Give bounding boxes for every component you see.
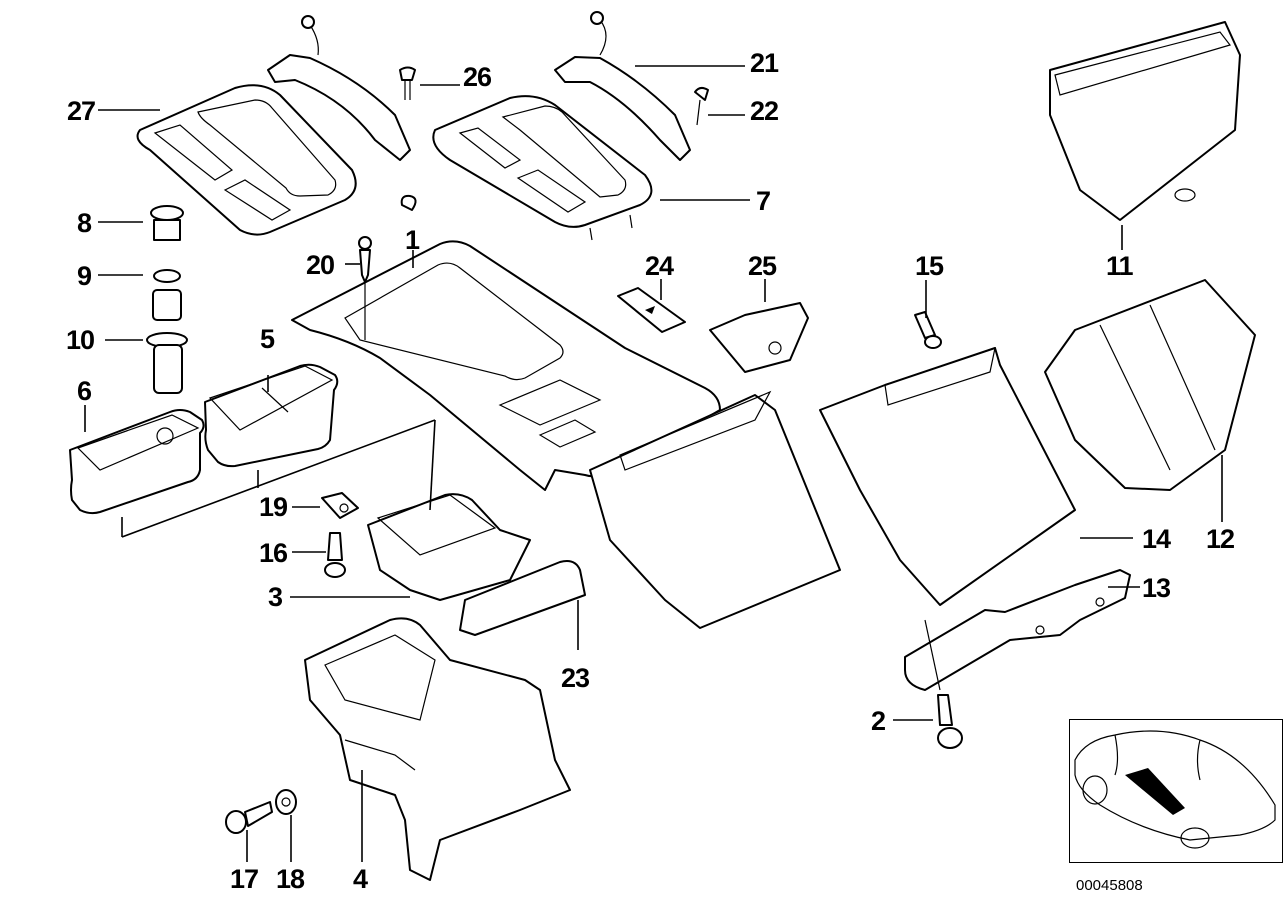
- part-26-indicator-assembly[interactable]: [267, 15, 417, 211]
- part-22-screw[interactable]: [694, 86, 709, 126]
- part-20-screw[interactable]: [358, 236, 372, 340]
- part-7-shift-gate-cover[interactable]: [432, 95, 653, 241]
- part-6-ashtray-insert[interactable]: [69, 409, 205, 515]
- callout-4[interactable]: 4: [353, 864, 368, 894]
- callout-10[interactable]: 10: [66, 325, 95, 355]
- callout-6[interactable]: 6: [77, 376, 92, 406]
- callout-15[interactable]: 15: [915, 251, 944, 281]
- part-23-trim-strip[interactable]: [459, 560, 586, 636]
- part-14-storage-compartment[interactable]: [819, 347, 1076, 606]
- diagram-id: 00045808: [1076, 877, 1143, 894]
- part-17-screw[interactable]: [225, 801, 273, 834]
- car-outline-icon: [1074, 730, 1276, 849]
- part-9-lighter-socket[interactable]: [152, 269, 182, 321]
- part-18-washer[interactable]: [275, 789, 297, 815]
- callout-9[interactable]: 9: [77, 261, 92, 291]
- callout-18[interactable]: 18: [276, 864, 305, 894]
- callout-25[interactable]: 25: [748, 251, 777, 281]
- callout-22[interactable]: 22: [750, 96, 779, 126]
- callout-24[interactable]: 24: [645, 251, 674, 281]
- callout-7[interactable]: 7: [756, 186, 771, 216]
- callout-13[interactable]: 13: [1142, 573, 1171, 603]
- callout-23[interactable]: 23: [561, 663, 590, 693]
- callout-14[interactable]: 14: [1142, 524, 1171, 554]
- callout-11[interactable]: 11: [1106, 251, 1134, 281]
- callout-3[interactable]: 3: [268, 582, 283, 612]
- leader-lines: [84, 65, 1223, 862]
- part-2-screw[interactable]: [924, 619, 963, 749]
- part-4-bracket-frame[interactable]: [304, 617, 571, 881]
- callout-1[interactable]: 1: [405, 225, 420, 255]
- callout-8[interactable]: 8: [77, 208, 92, 238]
- part-10-lighter-housing[interactable]: [146, 332, 188, 394]
- callout-20[interactable]: 20: [306, 250, 335, 280]
- part-5-storage-tray[interactable]: [204, 363, 339, 468]
- part-14-storage-compartment-left[interactable]: [589, 390, 841, 629]
- part-15-screw[interactable]: [914, 311, 942, 349]
- part-27-shift-gate-cover[interactable]: [136, 84, 357, 236]
- callout-27[interactable]: 27: [67, 96, 96, 126]
- part-8-lighter-element[interactable]: [150, 205, 184, 241]
- part-11-storage-box[interactable]: [1049, 21, 1241, 221]
- callout-5[interactable]: 5: [260, 324, 275, 354]
- callout-16[interactable]: 16: [259, 538, 288, 568]
- callout-17[interactable]: 17: [230, 864, 259, 894]
- part-21-shift-indicator-light[interactable]: [554, 11, 691, 161]
- callout-21[interactable]: 21: [750, 48, 779, 78]
- part-25-holder[interactable]: [709, 302, 809, 373]
- part-12-switch-panel[interactable]: [1044, 279, 1256, 491]
- callout-26[interactable]: 26: [463, 62, 492, 92]
- part-13-mounting-bracket[interactable]: [904, 569, 1131, 691]
- callout-12[interactable]: 12: [1206, 524, 1235, 554]
- part-24-label[interactable]: [617, 287, 686, 333]
- part-16-screw[interactable]: [324, 532, 346, 578]
- vehicle-locator-inset: [1069, 719, 1283, 863]
- console-highlight: [1125, 768, 1185, 815]
- part-19-clip-nut[interactable]: [321, 492, 359, 519]
- part-3-cup-holder[interactable]: [367, 493, 531, 601]
- callout-19[interactable]: 19: [259, 492, 288, 522]
- callout-2[interactable]: 2: [871, 706, 886, 736]
